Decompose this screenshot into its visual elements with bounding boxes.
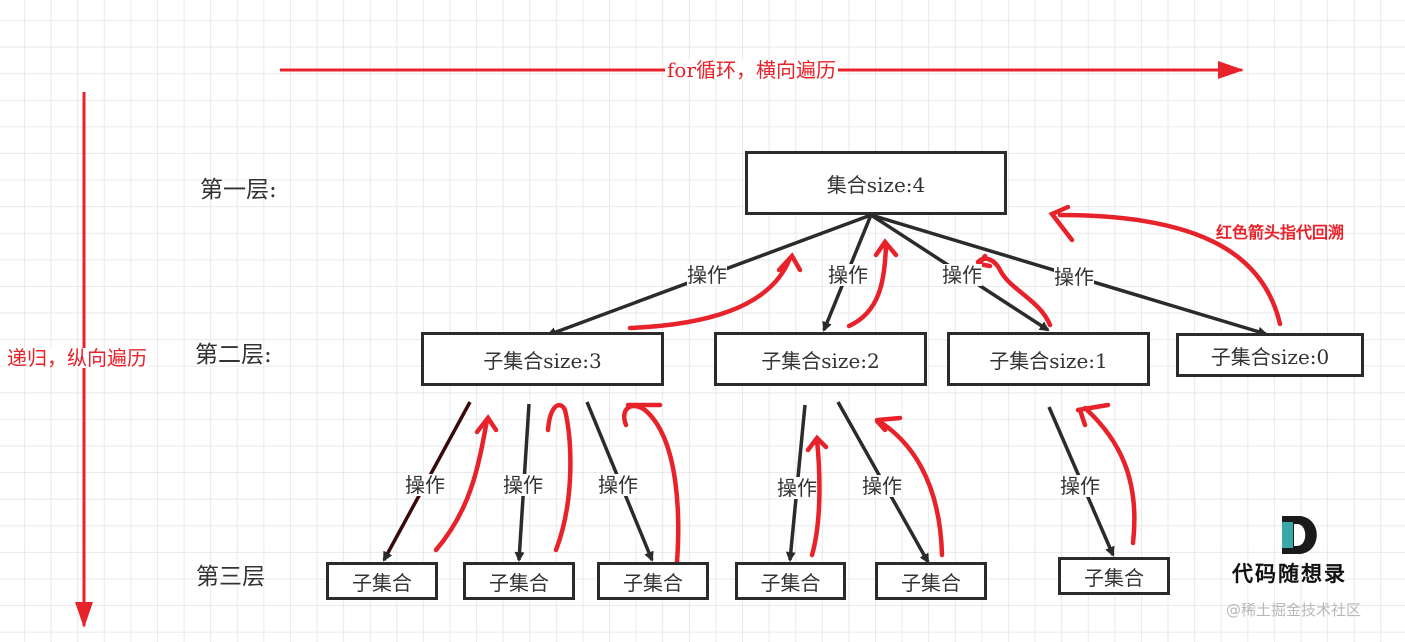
level3-node: 子集合: [597, 562, 709, 600]
node-label: 子集合size:3: [483, 348, 602, 373]
vertical-axis-label: 递归，纵向遍历: [5, 346, 149, 370]
edge-label: 操作: [1054, 265, 1094, 289]
level-3-label: 第三层: [196, 564, 265, 590]
edge-label: 操作: [777, 476, 817, 500]
backtrack-arrow: [627, 252, 803, 331]
level-2-label: 第二层:: [195, 342, 272, 368]
level2-node-size3: 子集合size:3: [421, 332, 664, 386]
root-node-label: 集合size:4: [826, 172, 926, 197]
backtrack-arrow: [545, 403, 573, 553]
level2-node-size0: 子集合size:0: [1176, 333, 1364, 377]
node-label: 子集合size:2: [761, 348, 880, 373]
level3-node: 子集合: [735, 562, 846, 600]
node-label: 子集合: [760, 570, 821, 595]
edge-label: 操作: [503, 473, 543, 497]
node-label: 子集合: [352, 570, 412, 595]
level2-node-size2: 子集合size:2: [714, 332, 927, 386]
edge-label: 操作: [405, 473, 445, 497]
backtrack-arrow: [622, 402, 681, 565]
edge-label: 操作: [862, 474, 902, 498]
backtrack-arrow: [846, 238, 899, 329]
node-label: 子集合: [1084, 565, 1144, 590]
node-label: 子集合size:0: [1210, 344, 1330, 369]
edge-label: 操作: [1060, 474, 1100, 498]
brand-name: 代码随想录: [1232, 561, 1347, 586]
logo-icon: [1282, 516, 1317, 554]
level3-node: 子集合: [326, 562, 438, 600]
edge-label: 操作: [687, 263, 727, 287]
node-label: 子集合: [489, 570, 549, 595]
node-label: 子集合: [901, 570, 961, 595]
backtrack-arrow: [1048, 204, 1283, 327]
level3-node: 子集合: [875, 562, 987, 600]
node-label: 子集合size:1: [989, 348, 1108, 373]
backtrack-arrow: [433, 414, 499, 553]
root-node: 集合size:4: [745, 151, 1007, 215]
edge-label: 操作: [942, 263, 982, 287]
backtrack-arrow: [874, 415, 945, 558]
level-1-label: 第一层:: [200, 177, 277, 203]
level3-node: 子集合: [1058, 557, 1170, 595]
backtracking-legend-note: 红色箭头指代回溯: [1216, 223, 1345, 242]
watermark: @稀土掘金技术社区: [1226, 601, 1362, 619]
level2-node-size1: 子集合size:1: [947, 332, 1150, 386]
edge-label: 操作: [828, 263, 868, 287]
horizontal-axis-label: for循环，横向遍历: [665, 58, 839, 82]
backtrack-arrow: [1075, 402, 1137, 546]
backtrack-arrow: [805, 434, 829, 558]
edge-label: 操作: [598, 473, 638, 497]
level3-node: 子集合: [463, 562, 575, 600]
node-label: 子集合: [623, 570, 683, 595]
